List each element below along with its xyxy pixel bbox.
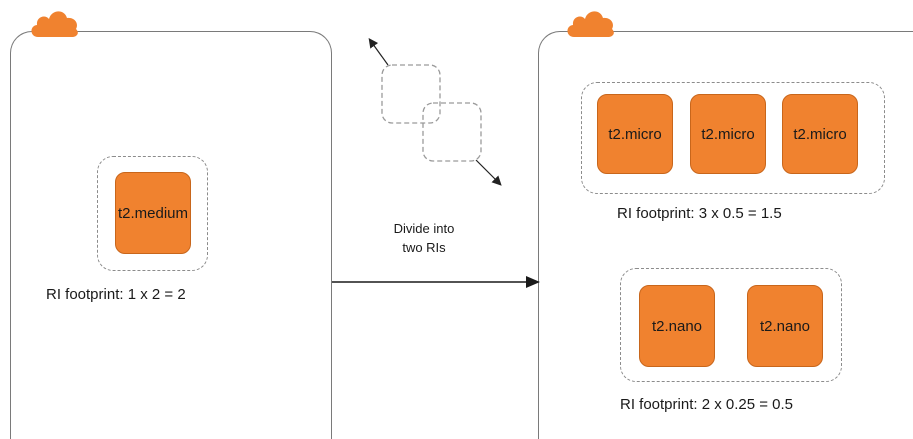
instance-t2-micro: t2.micro <box>597 94 673 174</box>
source-footprint-label: RI footprint: 1 x 2 = 2 <box>46 286 186 303</box>
instance-t2-micro: t2.micro <box>690 94 766 174</box>
instance-t2-micro: t2.micro <box>782 94 858 174</box>
nano-footprint-label: RI footprint: 2 x 0.25 = 0.5 <box>620 396 794 413</box>
cloud-icon <box>31 11 78 37</box>
micro-footprint-label: RI footprint: 3 x 0.5 = 1.5 <box>617 205 782 222</box>
instance-t2-nano: t2.nano <box>639 285 715 367</box>
reserved-instance-group-micro <box>581 82 885 194</box>
divide-label: Divide into two RIs <box>370 219 478 257</box>
divide-label-line1: Divide into <box>393 221 455 236</box>
reserved-instance-group-nano <box>620 268 842 382</box>
cloud-icon <box>567 11 614 37</box>
split-resize-icon <box>368 38 502 186</box>
reserved-instance-group-medium <box>97 156 208 271</box>
instance-t2-nano: t2.nano <box>747 285 823 367</box>
divide-label-line2: two RIs <box>402 240 446 255</box>
divide-arrow <box>332 276 540 288</box>
instance-t2-medium: t2.medium <box>115 172 191 254</box>
